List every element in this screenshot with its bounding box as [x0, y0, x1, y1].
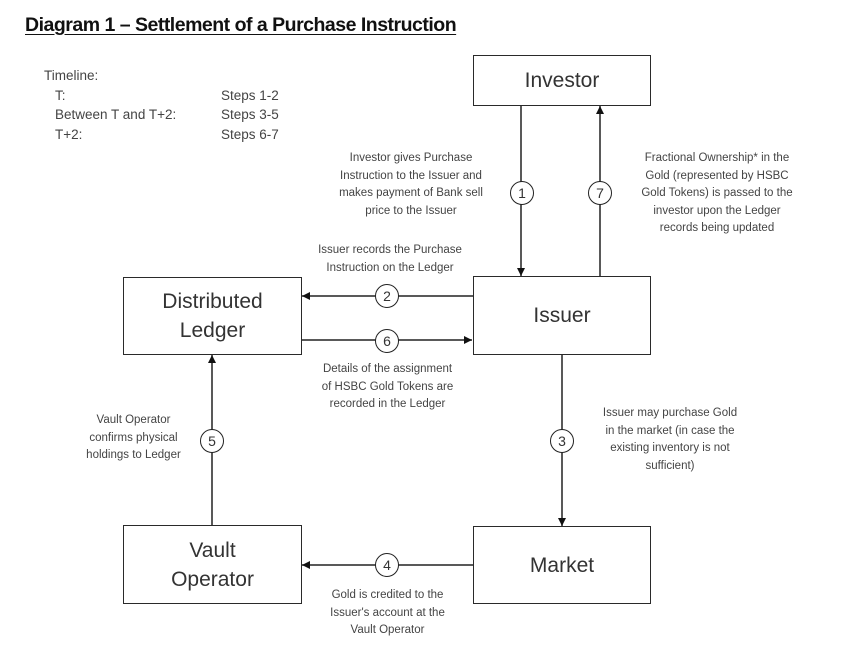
- note-line: Investor gives Purchase: [349, 152, 473, 164]
- timeline-label: T+2:: [55, 126, 83, 142]
- note-line: Fractional Ownership* in the: [644, 152, 790, 164]
- note-line: Issuer may purchase Gold: [602, 407, 738, 419]
- node-label: Investor: [524, 69, 600, 92]
- note-line: investor upon the Ledger: [653, 204, 781, 217]
- note-line: Gold (represented by HSBC: [645, 169, 789, 182]
- note-line: Gold is credited to the: [331, 589, 444, 601]
- diagram-title: Diagram 1 – Settlement of a Purchase Ins…: [25, 14, 457, 36]
- node-label: Market: [529, 553, 595, 577]
- node-label: Distributed: [162, 290, 263, 313]
- note-line: recorded in the Ledger: [329, 398, 446, 410]
- node-label: Operator: [171, 567, 254, 591]
- note-line: Instruction on the Ledger: [326, 261, 454, 274]
- note-line: Vault Operator: [350, 624, 425, 636]
- step-4-marker: 4: [375, 553, 399, 577]
- note-line: price to the Issuer: [365, 204, 457, 217]
- note-line: in the market (in case the: [605, 424, 735, 437]
- timeline-value: Steps 3-5: [221, 107, 279, 122]
- timeline-row: T+2: Steps 6-7: [44, 125, 279, 145]
- timeline-label: Between T and T+2:: [55, 107, 177, 122]
- note-line: sufficient): [645, 459, 695, 472]
- note-line: makes payment of Bank sell: [339, 187, 483, 199]
- step-4-note: Gold is credited to the Issuer's account…: [300, 587, 475, 640]
- note-line: Gold Tokens) is passed to the: [641, 187, 793, 199]
- note-line: Instruction to the Issuer and: [340, 169, 482, 182]
- note-line: records being updated: [659, 222, 775, 234]
- timeline-heading: Timeline:: [44, 68, 99, 83]
- timeline-value: Steps 1-2: [221, 87, 279, 103]
- note-line: Vault Operator: [96, 414, 171, 426]
- node-investor: Investor: [473, 55, 651, 106]
- node-distributed-ledger: Distributed Ledger: [123, 277, 302, 355]
- step-5-note: Vault Operator confirms physical holding…: [66, 412, 201, 465]
- step-2-marker: 2: [375, 284, 399, 308]
- note-line: Details of the assignment: [322, 363, 453, 375]
- timeline-value: Steps 6-7: [221, 126, 279, 142]
- note-line: Issuer's account at the: [330, 606, 445, 619]
- note-line: holdings to Ledger: [86, 449, 181, 461]
- step-7-marker: 7: [588, 181, 612, 205]
- timeline-label: T:: [55, 87, 66, 103]
- note-line: confirms physical: [89, 431, 178, 444]
- step-3-note: Issuer may purchase Gold in the market (…: [580, 405, 760, 475]
- node-label: Issuer: [533, 304, 591, 327]
- step-5-marker: 5: [200, 429, 224, 453]
- note-line: existing inventory is not: [610, 442, 730, 454]
- step-6-note: Details of the assignment of HSBC Gold T…: [290, 361, 485, 414]
- timeline: Timeline: T: Steps 1-2 Between T and T+2…: [44, 66, 279, 145]
- step-3-marker: 3: [550, 429, 574, 453]
- step-1-note: Investor gives Purchase Instruction to t…: [318, 150, 504, 220]
- node-vault-operator: Vault Operator: [123, 525, 302, 604]
- timeline-row: Between T and T+2: Steps 3-5: [44, 105, 279, 125]
- step-6-marker: 6: [375, 329, 399, 353]
- timeline-row: T: Steps 1-2: [44, 86, 279, 106]
- note-line: Issuer records the Purchase: [318, 244, 462, 256]
- step-2-note: Issuer records the Purchase Instruction …: [290, 242, 490, 277]
- note-line: of HSBC Gold Tokens are: [321, 380, 454, 393]
- node-label: Ledger: [179, 319, 246, 342]
- step-1-marker: 1: [510, 181, 534, 205]
- step-7-note: Fractional Ownership* in the Gold (repre…: [612, 150, 822, 238]
- node-label: Vault: [189, 538, 236, 562]
- node-issuer: Issuer: [473, 276, 651, 355]
- node-market: Market: [473, 526, 651, 604]
